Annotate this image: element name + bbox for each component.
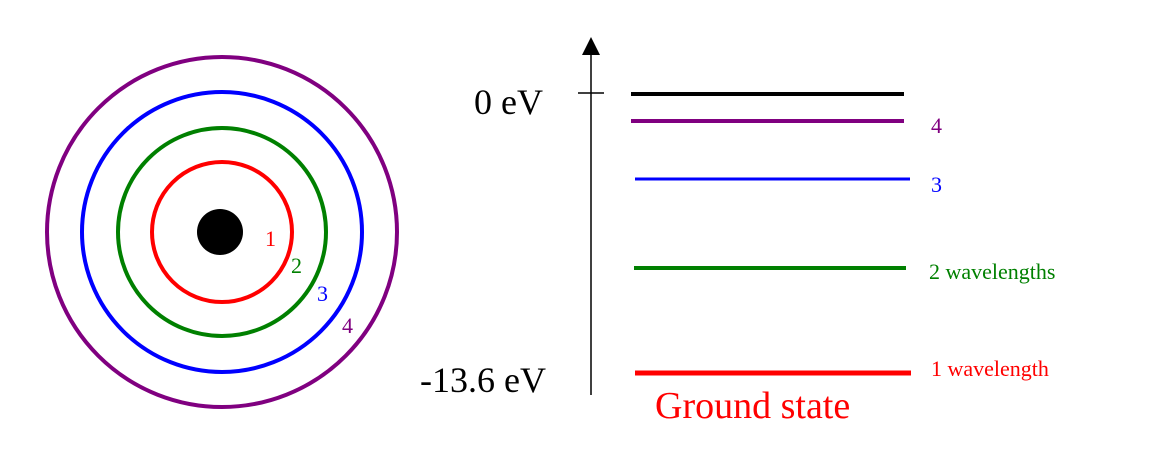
energy-levels: 4 3 2 wavelengths 1 wavelength	[631, 92, 1055, 381]
orbit-diagram: 1 2 3 4	[45, 55, 399, 409]
axis-arrowhead	[582, 37, 600, 55]
orbit-label-1: 1	[265, 226, 276, 251]
ground-state-label: Ground state	[655, 385, 850, 427]
orbit-1	[150, 160, 294, 304]
nucleus	[197, 209, 243, 255]
orbit-3	[80, 90, 364, 374]
level-label-2: 2 wavelengths	[929, 259, 1055, 284]
level-label-3: 3	[931, 172, 942, 197]
level-label-1: 1 wavelength	[931, 356, 1049, 381]
orbit-label-3: 3	[317, 281, 328, 306]
axis-label-zero: 0 eV	[474, 82, 543, 122]
orbit-4	[45, 55, 399, 409]
level-label-4: 4	[931, 113, 942, 138]
orbit-label-2: 2	[291, 253, 302, 278]
orbit-2	[116, 126, 328, 338]
energy-axis: 0 eV -13.6 eV	[420, 37, 604, 400]
axis-label-ground: -13.6 eV	[420, 360, 546, 400]
orbit-label-4: 4	[342, 313, 353, 338]
